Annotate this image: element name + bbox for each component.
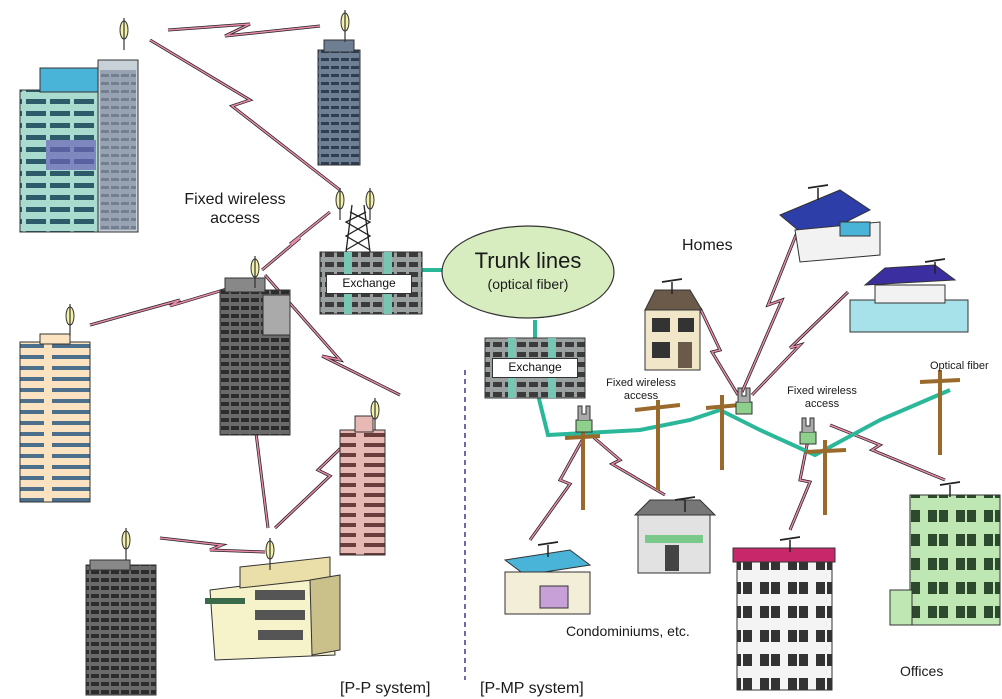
radio-link: [159, 537, 266, 553]
office-tower-gray: [317, 39, 361, 166]
low-building: [205, 556, 341, 661]
trunk-lines-cloud: [441, 225, 615, 319]
house: [779, 189, 881, 263]
offices-label: Offices: [900, 663, 944, 679]
office-tower-dark-bottom: [85, 559, 157, 696]
radio-link: [584, 429, 666, 496]
radio-link: [789, 439, 812, 531]
condominium: [732, 547, 836, 691]
radio-link: [741, 204, 809, 393]
antenna-icon: [340, 9, 350, 43]
radio-link: [829, 423, 946, 482]
office-tower-teal: [19, 59, 139, 233]
antenna-icon: [121, 527, 131, 561]
radio-link: [529, 434, 586, 541]
utility-poles: [564, 370, 961, 515]
office-building-green: [889, 494, 1001, 626]
condominiums-label: Condominiums, etc.: [566, 623, 690, 639]
radio-link: [751, 291, 849, 396]
exchange-label-top: Exchange: [326, 274, 412, 294]
pp-system-label: [P-P system]: [340, 680, 431, 697]
house: [633, 499, 717, 574]
access-unit: [575, 405, 593, 433]
radio-link: [699, 307, 739, 396]
exchange-label-bottom: Exchange: [492, 358, 578, 378]
office-tower-pink: [339, 415, 386, 556]
radio-link: [261, 211, 331, 271]
trunk-lines-title: Trunk lines: [474, 248, 582, 273]
access-unit: [735, 387, 753, 415]
radio-link: [264, 274, 401, 396]
house: [644, 289, 703, 371]
antenna-icon: [119, 17, 129, 51]
radio-link: [149, 39, 341, 191]
antenna-icon: [65, 303, 75, 337]
optical-fiber-label: Optical fiber: [930, 360, 989, 372]
radio-link: [167, 23, 321, 37]
fixed-wireless-access-label: Fixed wireless access: [787, 385, 857, 410]
house: [849, 264, 969, 333]
office-tower-dark: [219, 277, 291, 436]
access-unit: [799, 417, 817, 445]
pmp-system-label: [P-MP system]: [480, 680, 584, 697]
homes-label: Homes: [682, 237, 733, 254]
office-tower-beige: [19, 333, 91, 503]
fixed-wireless-access-label: Fixed wireless access: [184, 191, 286, 227]
radio-tower: [335, 187, 375, 253]
trunk-lines-subtitle: (optical fiber): [487, 276, 569, 292]
fixed-wireless-access-label: Fixed wireless access: [606, 377, 676, 402]
house: [503, 549, 592, 615]
fiber-route: [536, 388, 951, 458]
radio-link: [89, 284, 241, 326]
